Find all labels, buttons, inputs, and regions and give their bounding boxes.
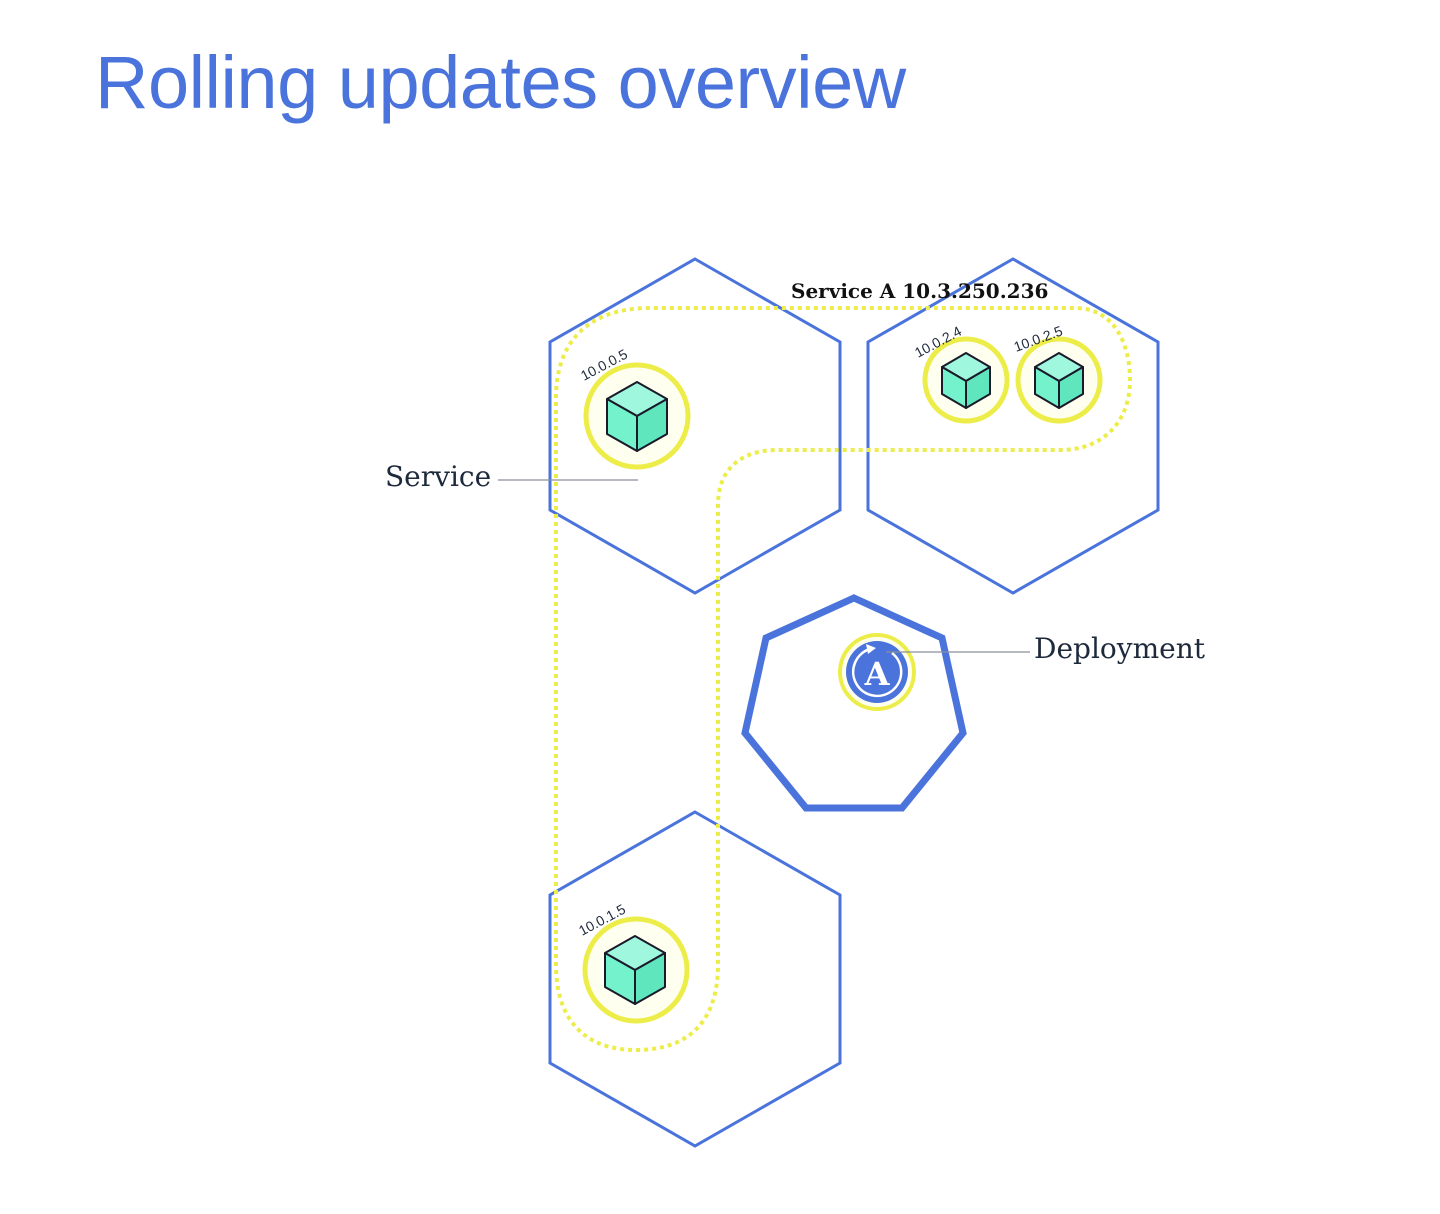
pod-10-0-2-5: 10.0.2.5 [1012,322,1103,424]
service-banner-label: Service A 10.3.250.236 [791,279,1048,303]
pod-10-0-0-5: 10.0.0.5 [578,346,691,470]
deployment-label: Deployment [1034,632,1206,665]
node-hexagon-top-right [866,257,1160,595]
pod-10-0-1-5: 10.0.1.5 [576,901,690,1024]
service-label: Service [385,460,491,493]
rotate-arrow-icon [851,647,903,698]
page-title: Rolling updates overview [95,41,906,124]
deployment-glyph: A [864,655,891,693]
container-cube-icon [606,381,668,452]
node-hexagon-top-left [548,257,842,595]
deployment-heptagon [741,594,967,812]
deployment-icon: A [838,633,916,711]
pod-10-0-2-4: 10.0.2.4 [912,323,1010,424]
node-hexagon-bottom [548,810,842,1148]
container-cube-icon [1034,352,1084,409]
container-cube-icon [941,352,991,409]
container-cube-icon [604,935,666,1005]
